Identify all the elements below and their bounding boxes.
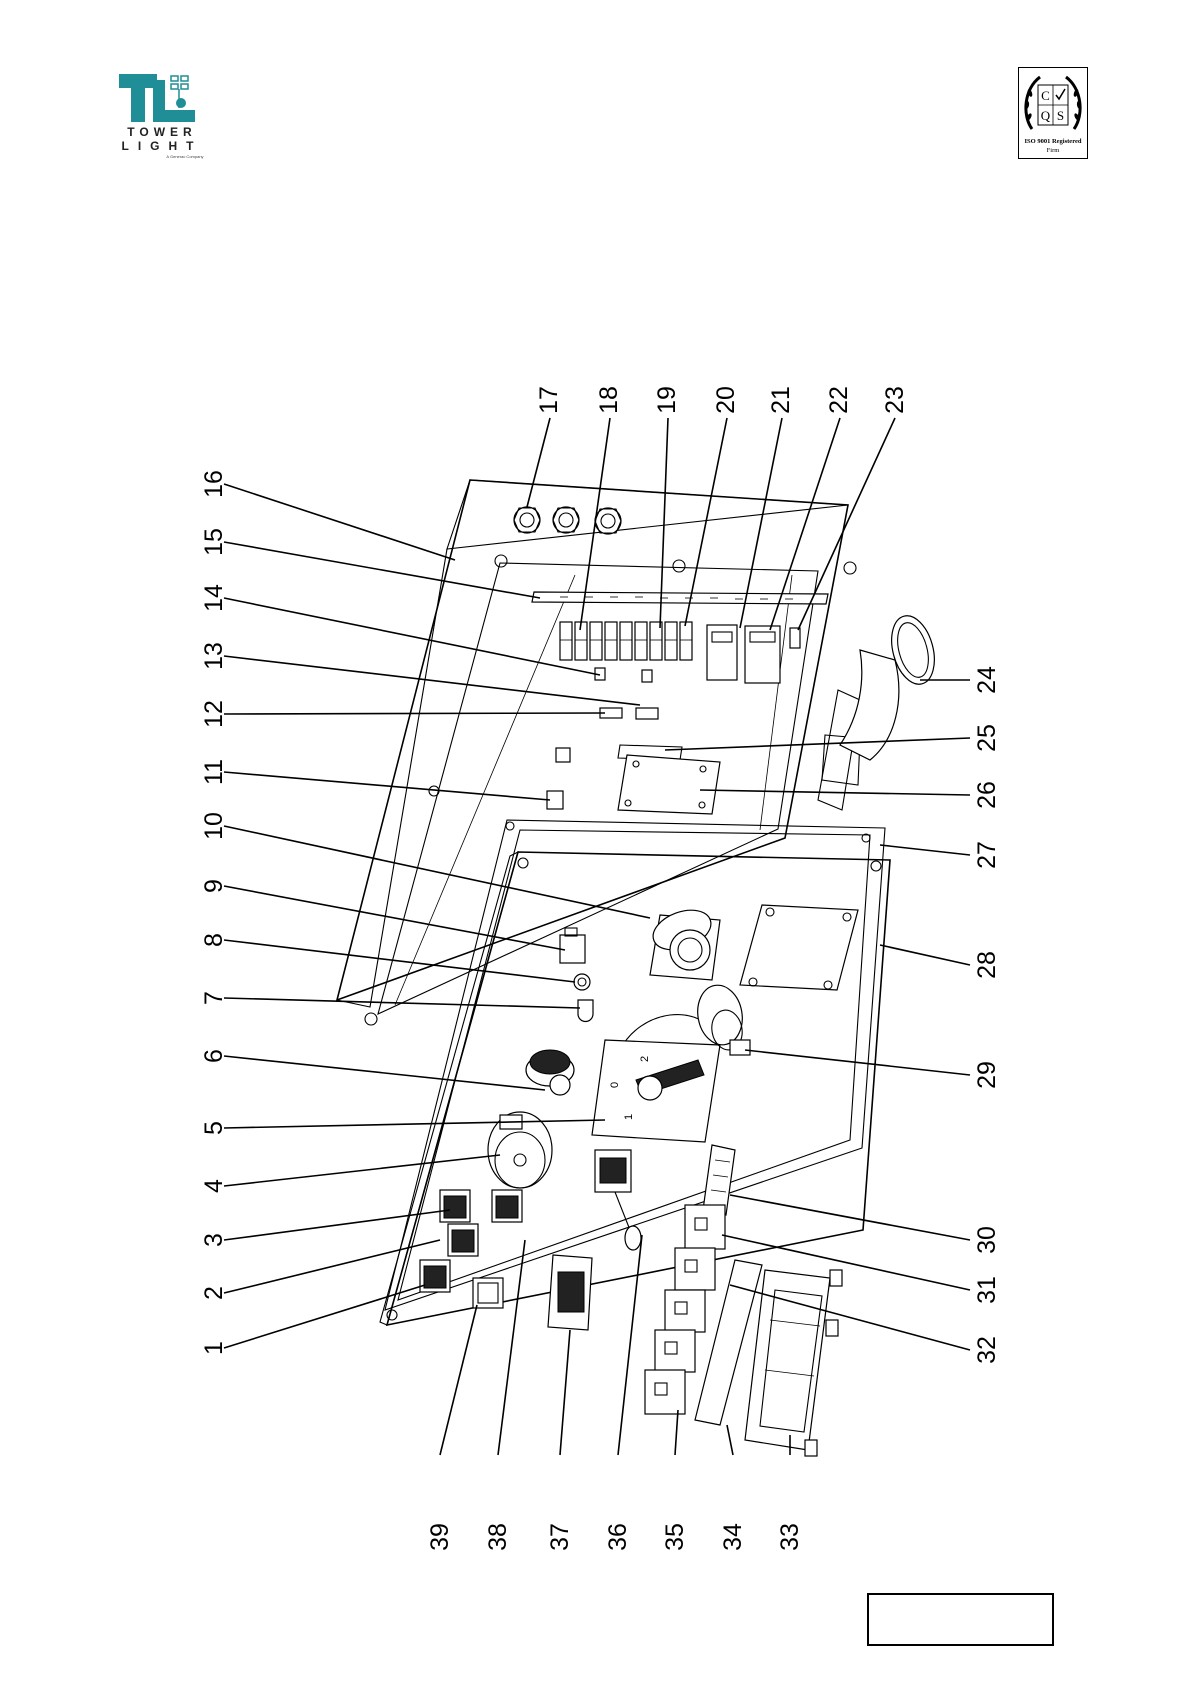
svg-text:1: 1 <box>623 1114 635 1120</box>
callout-38: 38 <box>484 1523 512 1551</box>
callout-numbers: 1 2 3 4 5 6 7 8 9 10 11 12 13 14 15 16 1… <box>200 386 1001 1551</box>
hour-meter <box>488 1112 552 1188</box>
callout-8: 8 <box>200 933 228 947</box>
leader-lines <box>224 418 970 1455</box>
callout-34: 34 <box>719 1523 747 1551</box>
callout-19: 19 <box>653 386 681 414</box>
push-buttons <box>420 1190 522 1308</box>
callout-25: 25 <box>973 724 1001 752</box>
callout-12: 12 <box>200 700 228 728</box>
callout-3: 3 <box>200 1233 228 1247</box>
callout-37: 37 <box>546 1523 574 1551</box>
toggle-switch <box>595 1150 641 1250</box>
relay-plate <box>618 745 720 814</box>
callout-5: 5 <box>200 1121 228 1135</box>
svg-text:2: 2 <box>639 1056 651 1062</box>
callout-15: 15 <box>200 528 228 556</box>
callout-21: 21 <box>767 386 795 414</box>
callout-31: 31 <box>973 1276 1001 1304</box>
callout-24: 24 <box>973 666 1001 694</box>
callout-10: 10 <box>200 812 228 840</box>
callout-6: 6 <box>200 1049 228 1063</box>
din-rail <box>532 592 828 604</box>
callout-30: 30 <box>973 1226 1001 1254</box>
callout-27: 27 <box>973 841 1001 869</box>
callout-13: 13 <box>200 642 228 670</box>
socket-assembly <box>648 903 720 980</box>
callout-18: 18 <box>595 386 623 414</box>
callout-35: 35 <box>661 1523 689 1551</box>
cable-glands <box>514 507 621 534</box>
callout-9: 9 <box>200 879 228 893</box>
callout-23: 23 <box>881 386 909 414</box>
callout-16: 16 <box>200 470 228 498</box>
callout-1: 1 <box>200 1341 228 1355</box>
callout-26: 26 <box>973 781 1001 809</box>
emergency-stop <box>548 1255 592 1330</box>
callout-7: 7 <box>200 991 228 1005</box>
callout-14: 14 <box>200 584 228 612</box>
callout-28: 28 <box>973 951 1001 979</box>
air-duct <box>818 611 941 810</box>
callout-11: 11 <box>200 759 228 785</box>
callout-39: 39 <box>426 1523 454 1551</box>
page-number-box <box>867 1593 1054 1646</box>
rotary-isolator: 1 0 2 <box>592 1015 720 1142</box>
callout-2: 2 <box>200 1286 228 1300</box>
callout-22: 22 <box>825 386 853 414</box>
callout-33: 33 <box>776 1523 804 1551</box>
callout-29: 29 <box>973 1061 1001 1089</box>
contactor-assembly <box>695 1260 842 1456</box>
callout-20: 20 <box>712 386 740 414</box>
callout-4: 4 <box>200 1179 228 1193</box>
callout-36: 36 <box>604 1523 632 1551</box>
callout-17: 17 <box>535 386 563 414</box>
svg-text:0: 0 <box>609 1082 621 1088</box>
callout-32: 32 <box>973 1336 1001 1364</box>
